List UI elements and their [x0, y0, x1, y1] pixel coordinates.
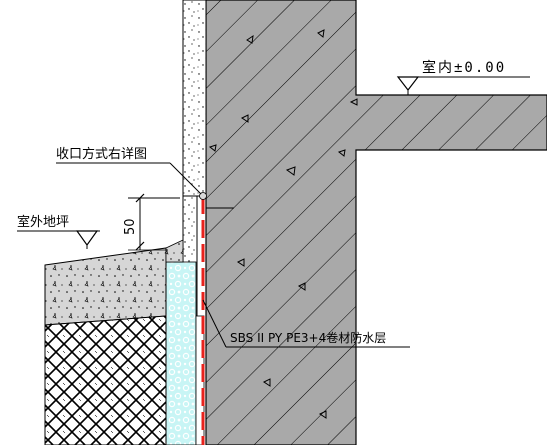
indoor-level-label: 室内±0.00 — [422, 59, 506, 76]
closing-detail-marker — [199, 192, 207, 200]
compacted-soil — [44, 315, 167, 445]
membrane-leader — [202, 299, 410, 348]
plaster-layer — [182, 0, 207, 197]
indoor-level-marker — [396, 76, 530, 95]
closing-detail-label: 收口方式右详图 — [56, 146, 147, 162]
concrete-wall — [205, 0, 547, 445]
outdoor-concrete-slab — [44, 247, 167, 326]
dimension-50 — [128, 193, 180, 251]
outdoor-level-marker — [17, 230, 100, 249]
outdoor-ground-label: 室外地坪 — [17, 214, 69, 230]
dimension-50-label: 50 — [123, 218, 138, 235]
insulation-layer — [165, 261, 197, 445]
membrane-label: SBS II PY PE3+4卷材防水层 — [230, 330, 386, 345]
closing-detail-leader — [56, 162, 202, 195]
